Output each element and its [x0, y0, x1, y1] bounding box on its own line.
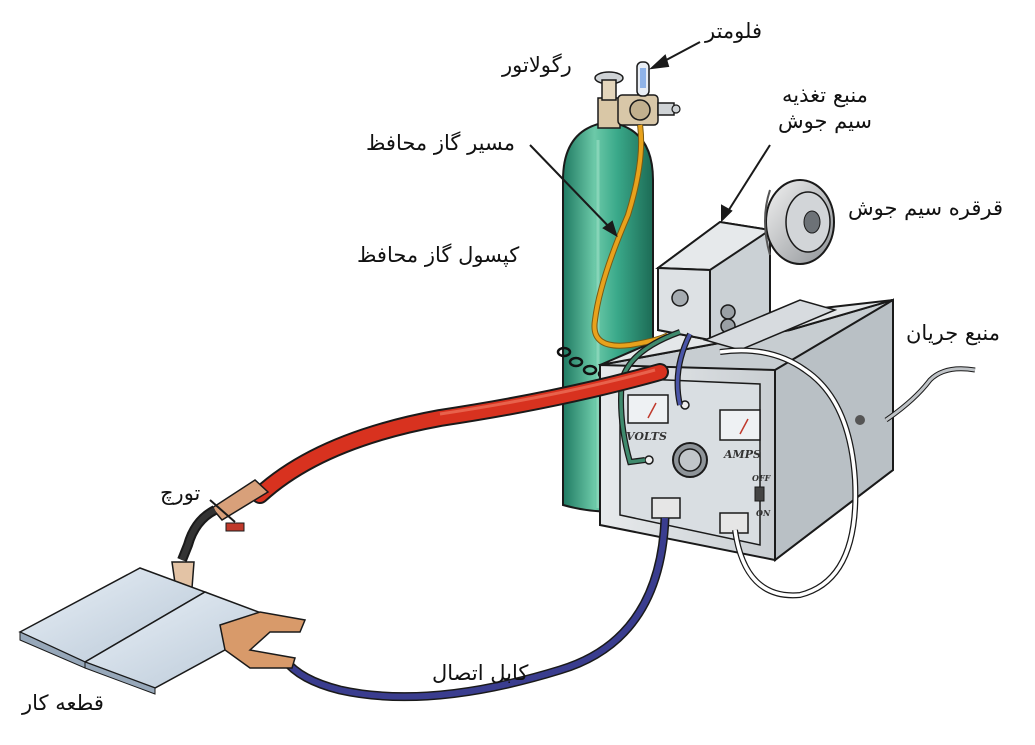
wire-feeder — [655, 220, 838, 351]
label-ground-cable: کابل اتصال — [432, 661, 529, 685]
torch-socket — [651, 497, 681, 519]
flowmeter — [636, 61, 650, 97]
label-power-source: منبع جریان — [906, 321, 1001, 345]
leader-lines — [209, 41, 771, 523]
switch-off-label: OFF — [752, 473, 772, 483]
amps-label: AMPS — [723, 448, 761, 461]
volts-terminal — [644, 455, 654, 465]
label-torch: تورچ — [160, 481, 201, 505]
workpiece — [18, 567, 282, 695]
label-wire-spool: قرقره سیم جوش — [848, 196, 1003, 220]
power-switch[interactable] — [754, 486, 765, 502]
label-regulator: رگولاتور — [502, 53, 572, 77]
label-flowmeter: فلومتر — [705, 19, 763, 43]
regulator — [594, 71, 681, 129]
label-gas-hose: مسیر گاز محافظ — [366, 131, 515, 155]
amps-meter — [719, 409, 761, 441]
ground-clamp — [219, 611, 307, 669]
label-wire-feeder-line1: منبع تغذیه — [782, 83, 868, 107]
label-wire-feeder-line2: سیم جوش — [777, 109, 873, 133]
switch-on-label: ON — [756, 508, 771, 518]
volts-label: VOLTS — [626, 430, 667, 443]
volts-meter — [627, 394, 669, 424]
label-gas-cylinder: کپسول گاز محافظ — [357, 243, 520, 267]
wire-spool — [764, 179, 835, 265]
label-wire-feeder: منبع تغذیه سیم جوش — [760, 82, 890, 134]
amperage-knob[interactable] — [672, 442, 708, 478]
panel-terminal-top — [680, 400, 690, 410]
label-workpiece: قطعه کار — [22, 691, 104, 715]
ground-socket — [719, 512, 749, 534]
